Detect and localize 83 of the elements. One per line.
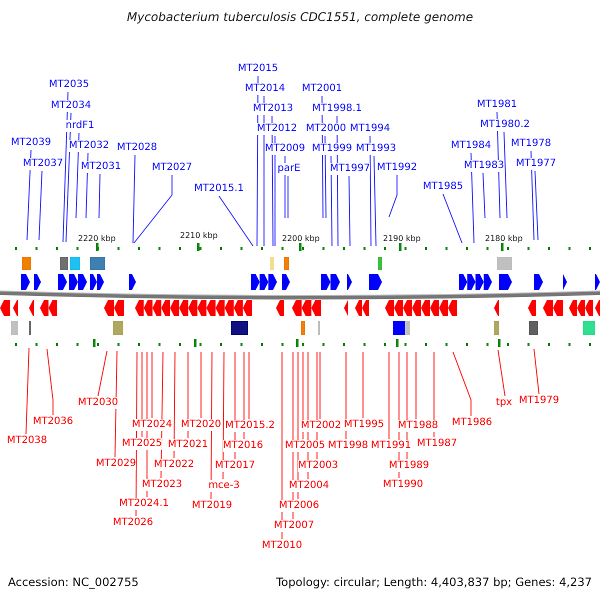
- gene-label: MT1999: [312, 143, 352, 155]
- leader-line: [98, 350, 108, 396]
- gene-label: MT1995: [344, 419, 384, 431]
- leader-line: [114, 350, 118, 458]
- leader-line: [76, 132, 80, 218]
- gene-label: MT2013: [252, 103, 294, 115]
- gene-label: MT2020: [180, 419, 222, 431]
- leader-line: [362, 352, 364, 418]
- scale-label: 2210 kbp: [180, 231, 218, 241]
- leader-line: [26, 348, 30, 434]
- gene-label: MT1983: [464, 160, 504, 172]
- leader-line: [374, 156, 376, 246]
- gene-label: MT2003: [298, 460, 338, 472]
- leader-line: [470, 152, 474, 244]
- gene-label: MT1998.1: [312, 103, 362, 115]
- leader-line: [26, 150, 32, 240]
- gene-label: MT1989: [388, 460, 430, 472]
- leader-line: [218, 196, 254, 246]
- gene-label: nrdF1: [66, 120, 94, 132]
- leader-line: [132, 154, 136, 244]
- leader-line: [534, 348, 540, 394]
- gene-label: MT1980.2: [480, 119, 530, 131]
- gene-label: parE: [278, 163, 300, 175]
- gene-label: tpx: [496, 397, 512, 409]
- leader-line: [388, 174, 398, 218]
- leader-line: [284, 156, 286, 218]
- gene-label: MT2005: [284, 440, 326, 452]
- scale-label: 2220 kbp: [78, 234, 116, 244]
- leader-line: [134, 174, 172, 244]
- gene-label: MT2030: [78, 397, 118, 409]
- gene-label: MT2012: [256, 123, 298, 135]
- gene-label: MT2015.2: [225, 420, 275, 432]
- diagram-title: Mycobacterium tuberculosis CDC1551, complete genome: [126, 10, 474, 24]
- leader-line: [482, 172, 486, 218]
- gene-label: MT2024: [132, 419, 172, 431]
- gene-label: MT2004: [288, 480, 330, 492]
- scale-label: 2190 kbp: [383, 234, 421, 244]
- gene-label: MT2009: [264, 143, 306, 155]
- gene-label: MT1997: [330, 163, 370, 175]
- gene-label: MT1988: [398, 420, 438, 432]
- leader-line: [534, 170, 538, 240]
- gene-label: MT2031: [80, 161, 122, 173]
- gene-label: MT2021: [168, 439, 208, 451]
- genome-stats-text: Topology: circular; Length: 4,403,837 bp; Genes: 4,237: [276, 575, 592, 589]
- accession-text: Accession: NC_002755: [8, 575, 139, 589]
- leader-line: [98, 174, 100, 218]
- leader-line: [302, 352, 304, 440]
- gene-label: MT2032: [68, 140, 110, 152]
- gene-label: MT2023: [142, 479, 182, 491]
- leader-line: [348, 176, 350, 246]
- gene-label: MT2016: [222, 440, 264, 452]
- gene-label: MT2002: [300, 420, 342, 432]
- leader-line: [248, 352, 250, 420]
- gene-label: MT2014: [244, 83, 286, 95]
- gene-label: MT2024.1: [119, 498, 169, 510]
- leader-line: [388, 352, 390, 440]
- leader-line: [274, 136, 276, 246]
- gene-label: MT2006: [278, 500, 320, 512]
- leader-line: [530, 150, 534, 240]
- leader-line: [504, 132, 508, 218]
- gene-label: mce-3: [208, 480, 240, 492]
- leader-line: [38, 170, 42, 240]
- gene-label: MT2022: [154, 459, 194, 471]
- gene-label: MT2025: [122, 438, 162, 450]
- gene-label: MT2029: [96, 458, 136, 470]
- leader-line: [174, 352, 176, 458]
- leader-line: [452, 352, 472, 416]
- leader-line: [442, 194, 462, 244]
- gene-label: MT2007: [274, 520, 314, 532]
- leader-line: [370, 136, 372, 246]
- gene-label: MT1977: [516, 158, 556, 170]
- scale-label: 2180 kbp: [485, 234, 523, 244]
- gene-label: MT1993: [356, 143, 396, 155]
- gene-label: MT2000: [306, 123, 346, 135]
- leader-line: [498, 350, 506, 396]
- gene-label: MT1991: [370, 440, 412, 452]
- gene-label: MT2037: [22, 158, 64, 170]
- gene-label: MT2034: [50, 100, 92, 112]
- leader-line: [330, 156, 332, 246]
- leader-line: [46, 348, 54, 416]
- leader-line: [200, 352, 202, 418]
- scale-label: 2200 kbp: [282, 234, 320, 244]
- gene-label: MT2017: [214, 460, 256, 472]
